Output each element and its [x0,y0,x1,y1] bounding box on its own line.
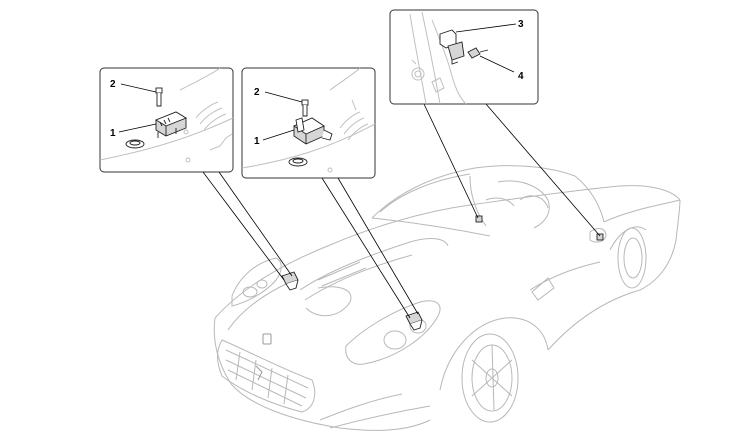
callout-2-middle: 2 [254,87,260,98]
inset-left-bolt [155,87,163,107]
sensor-location-windshield [475,215,483,223]
car-illustration [213,165,681,431]
inset-left: 2 1 [99,67,234,173]
inset-left-mount [125,139,145,149]
inset-middle-bolt [301,99,309,117]
inset-right-background [409,11,467,105]
callout-2-left: 2 [110,79,116,90]
sensor-location-left-front [281,271,299,291]
inset-right-screw [467,47,489,59]
inset-middle-mount [288,157,308,167]
callout-4-right: 4 [518,71,524,82]
inset-leader-lines [202,103,601,319]
inset-middle-background [241,67,376,173]
inset-middle: 2 1 [241,67,376,179]
callout-3-right: 3 [518,19,524,30]
sensor-location-b-pillar [596,233,604,241]
inset-right-bracket [439,29,465,65]
inset-right: 3 4 [389,9,539,105]
callout-1-left: 1 [110,128,116,139]
inset-middle-sensor [293,117,333,145]
sensor-location-right-front [405,311,423,331]
inset-left-sensor [154,111,188,138]
callout-1-middle: 1 [254,136,260,147]
inset-left-background [99,67,234,163]
